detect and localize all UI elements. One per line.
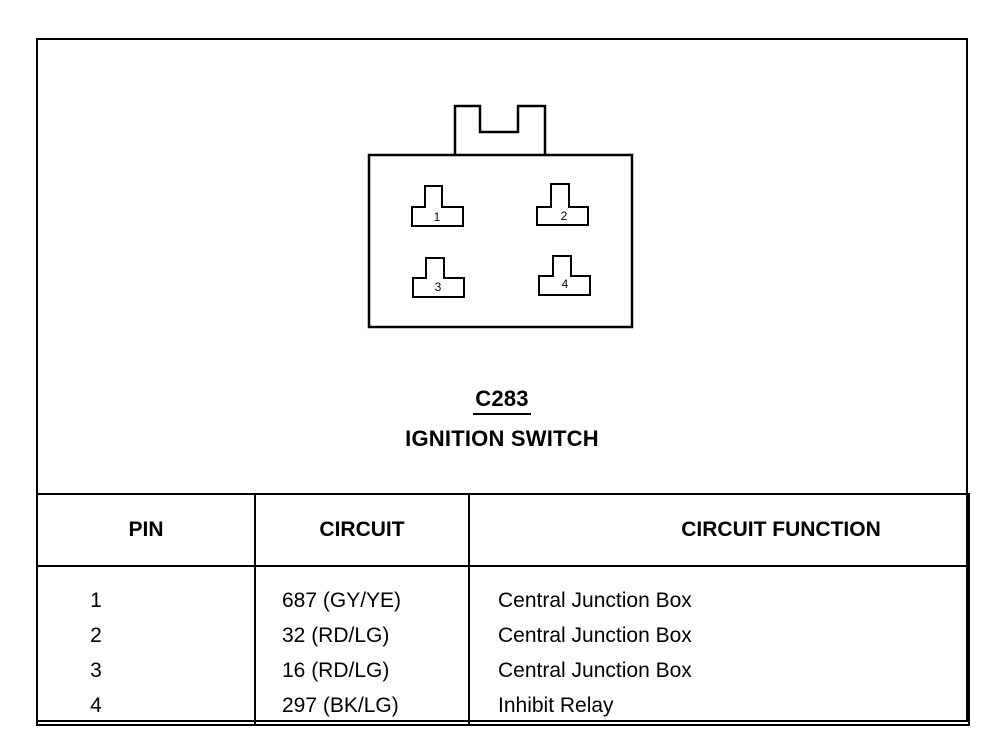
header-pin: PIN (36, 493, 256, 567)
connector-svg: 1 2 3 4 (367, 104, 634, 329)
table-cell-function: Central Junction Box (498, 624, 692, 647)
connector-face-drawing: 1 2 3 4 (360, 98, 660, 348)
pin-column: 1 2 3 4 (36, 565, 256, 726)
circuit-column: 687 (GY/YE) 32 (RD/LG) 16 (RD/LG) 297 (B… (254, 565, 470, 726)
terminal-pin-3: 3 (412, 257, 465, 298)
header-circuit: CIRCUIT (254, 493, 470, 567)
terminal-pin-2: 2 (536, 183, 589, 226)
table-cell-pin: 2 (90, 624, 102, 647)
connector-id: C283 (473, 386, 531, 415)
header-circuit-function: CIRCUIT FUNCTION (468, 493, 970, 567)
table-cell-function: Inhibit Relay (498, 694, 614, 717)
table-cell-circuit: 297 (BK/LG) (282, 694, 399, 717)
table-body-row: 1 2 3 4 687 (GY/YE) 32 (RD/LG) 16 (RD/LG… (36, 565, 970, 726)
table-cell-function: Central Junction Box (498, 659, 692, 682)
connector-name: IGNITION SWITCH (405, 426, 599, 451)
table-cell-circuit: 32 (RD/LG) (282, 624, 390, 647)
table-cell-circuit: 16 (RD/LG) (282, 659, 390, 682)
pinout-table: PIN CIRCUIT CIRCUIT FUNCTION 1 2 3 4 687… (36, 493, 970, 726)
table-header-row: PIN CIRCUIT CIRCUIT FUNCTION (36, 493, 970, 567)
table-cell-circuit: 687 (GY/YE) (282, 589, 402, 612)
header-circuit-function-label: CIRCUIT FUNCTION (681, 518, 881, 541)
connector-id-caption: C283 (36, 386, 968, 415)
table-cell-function: Central Junction Box (498, 589, 692, 612)
terminal-pin-4-label: 4 (562, 277, 569, 291)
table-cell-pin: 3 (90, 659, 102, 682)
table-cell-pin: 1 (90, 589, 102, 612)
connector-lock-tab (453, 104, 547, 156)
function-column: Central Junction Box Central Junction Bo… (468, 565, 970, 726)
terminal-pin-3-label: 3 (435, 280, 442, 294)
terminal-pin-1-label: 1 (434, 210, 441, 224)
table-cell-pin: 4 (90, 694, 102, 717)
connector-body (367, 153, 634, 329)
terminal-pin-1: 1 (411, 185, 464, 227)
terminal-pin-4: 4 (538, 255, 591, 296)
terminal-pin-2-label: 2 (561, 209, 568, 223)
